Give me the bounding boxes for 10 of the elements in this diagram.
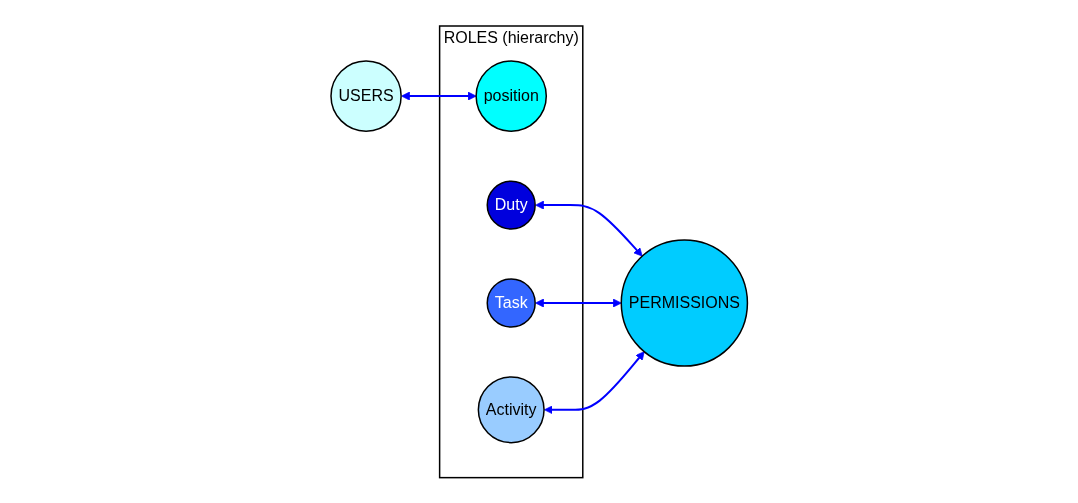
node-circle: USERS (330, 59, 402, 132)
arrow (400, 91, 477, 101)
arrow (534, 200, 643, 257)
node-circle: position (475, 59, 547, 132)
arrow (534, 298, 622, 308)
node-circle: Task (486, 278, 536, 328)
node-circle: Activity (477, 375, 545, 444)
node-circle: Duty (486, 180, 536, 230)
node-circle: PERMISSIONS (620, 238, 748, 367)
arrow (543, 350, 645, 414)
